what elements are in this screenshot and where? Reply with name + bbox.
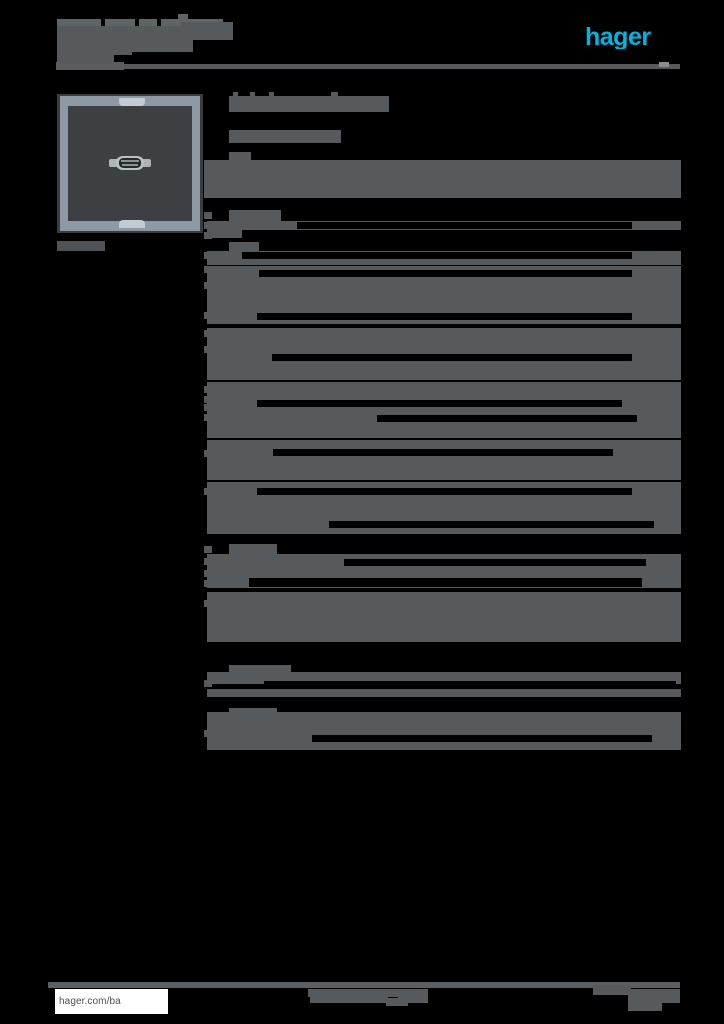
block-9-leader bbox=[249, 578, 642, 587]
header-title-fragment-5 bbox=[57, 26, 181, 40]
content-gutter-mark-3 bbox=[204, 232, 212, 239]
faceplate-notch-top bbox=[119, 98, 145, 106]
header-title-fragment-4 bbox=[178, 14, 188, 20]
content-gutter-mark-10 bbox=[204, 386, 212, 393]
content-gutter-mark-17 bbox=[204, 558, 212, 565]
footer-page-number-block-0 bbox=[593, 985, 631, 995]
footer-url-label: hager.com/ba bbox=[59, 996, 121, 1007]
header-title-fragment-0 bbox=[57, 19, 101, 26]
mounting-frame-left bbox=[60, 96, 70, 231]
content-gutter-mark-4 bbox=[204, 252, 212, 259]
block-6-leader bbox=[273, 449, 613, 456]
content-gutter-mark-18 bbox=[204, 570, 212, 577]
page-heading-serifs bbox=[233, 92, 238, 97]
content-gutter-mark-5 bbox=[204, 266, 212, 273]
content-gutter-mark-8 bbox=[204, 330, 212, 337]
vga-pin-row-upper bbox=[121, 160, 139, 162]
block-5 bbox=[207, 382, 681, 438]
block-8-leader bbox=[344, 559, 646, 566]
content-gutter-mark-2 bbox=[204, 222, 212, 229]
header-title-fragment-6 bbox=[181, 22, 233, 40]
content-gutter-mark-13 bbox=[204, 414, 212, 421]
hager-logo: hager bbox=[585, 25, 651, 49]
row-label-2 bbox=[229, 242, 259, 251]
content-gutter-mark-9 bbox=[204, 346, 212, 353]
header-divider-tick bbox=[659, 62, 669, 67]
faceplate-notch-bottom bbox=[119, 220, 145, 228]
content-gutter-mark-20 bbox=[204, 600, 212, 607]
product-image bbox=[57, 94, 203, 233]
footer-url-badge[interactable]: hager.com/ba bbox=[55, 989, 168, 1014]
header-divider bbox=[56, 64, 680, 69]
block-12 bbox=[207, 689, 681, 697]
header-title-fragment-2 bbox=[139, 19, 157, 26]
footer-center-block-3 bbox=[386, 998, 408, 1006]
section-2-label bbox=[229, 544, 277, 554]
block-7-leader-a bbox=[257, 488, 632, 495]
row-label-1 bbox=[229, 210, 281, 221]
mounting-frame-right bbox=[190, 96, 200, 231]
content-gutter-mark-14 bbox=[204, 450, 212, 457]
header-divider-stub bbox=[56, 62, 124, 70]
block-6 bbox=[207, 440, 681, 480]
section-1-label bbox=[229, 152, 251, 161]
content-gutter-mark-15 bbox=[204, 488, 212, 495]
content-gutter-mark-22 bbox=[204, 730, 212, 737]
vga-pin-row-lower bbox=[122, 164, 138, 166]
block-4-leader bbox=[272, 354, 632, 361]
vga-socket-cavity bbox=[119, 158, 141, 168]
row-value-1b bbox=[207, 230, 242, 238]
content-gutter-mark-19 bbox=[204, 580, 212, 587]
subtitle bbox=[229, 130, 341, 143]
block-13-leader bbox=[312, 735, 652, 742]
block-7-leader-b bbox=[329, 521, 654, 528]
header-title-fragment-1 bbox=[105, 19, 135, 26]
content-gutter-mark-21 bbox=[204, 680, 212, 687]
page-heading-serif3 bbox=[269, 92, 274, 97]
block-3-leader-a bbox=[259, 270, 632, 277]
header-title-fragment-9 bbox=[114, 46, 132, 55]
content-gutter-mark-11 bbox=[204, 396, 212, 403]
content-gutter-mark-12 bbox=[204, 404, 212, 411]
vga-thumbscrew-left bbox=[109, 159, 118, 167]
block-10 bbox=[207, 592, 681, 642]
section-3-label bbox=[229, 665, 291, 675]
block-5-leader-a bbox=[257, 400, 622, 407]
row-leader-2 bbox=[242, 252, 632, 259]
footer-center-block-1 bbox=[310, 992, 388, 1003]
row-leader-1 bbox=[297, 222, 632, 229]
header-title-fragment-8 bbox=[57, 52, 114, 64]
content-gutter-mark-0 bbox=[204, 160, 208, 198]
vga-thumbscrew-right bbox=[142, 159, 151, 167]
datasheet-content bbox=[207, 0, 681, 1024]
footer-center-block-4 bbox=[348, 989, 398, 997]
block-13 bbox=[207, 712, 681, 750]
vga-connector-icon bbox=[109, 155, 151, 171]
page-heading-serif2 bbox=[250, 92, 255, 97]
product-image-caption bbox=[57, 241, 105, 251]
footer-page-number-block-2 bbox=[628, 1003, 662, 1011]
content-gutter-mark-6 bbox=[204, 282, 212, 289]
footer-page-number-block-1 bbox=[628, 989, 680, 1003]
page-heading bbox=[229, 96, 389, 112]
block-11-leader bbox=[264, 681, 676, 688]
block-3-leader-b bbox=[257, 313, 632, 320]
page-heading-serif4 bbox=[331, 92, 338, 97]
content-gutter-mark-7 bbox=[204, 312, 212, 319]
section-1-body bbox=[207, 160, 681, 198]
footer-divider bbox=[48, 982, 680, 988]
content-gutter-mark-1 bbox=[204, 212, 212, 219]
block-5-leader-b bbox=[377, 415, 637, 422]
content-gutter-mark-16 bbox=[204, 546, 212, 553]
